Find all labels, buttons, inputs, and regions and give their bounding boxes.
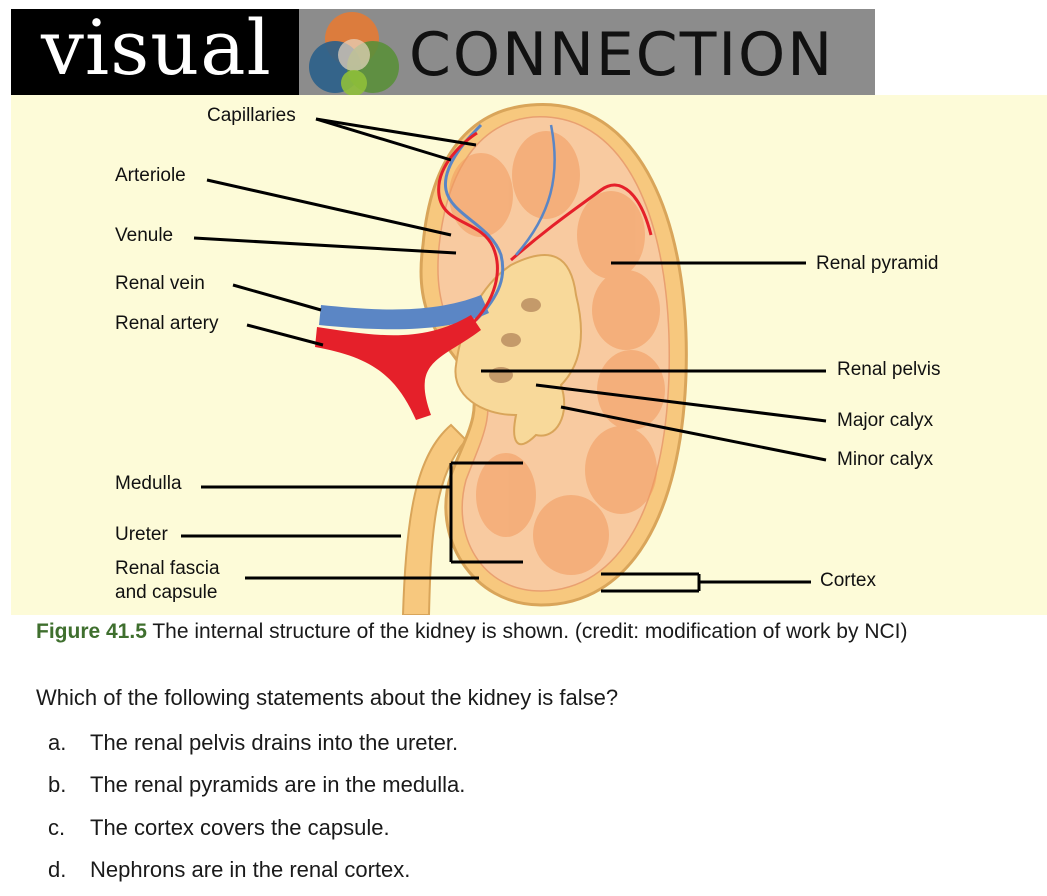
- option-letter: b.: [48, 772, 90, 798]
- banner-left-panel: visual: [11, 9, 299, 95]
- option-text: The cortex covers the capsule.: [90, 815, 390, 840]
- label-medulla: Medulla: [115, 473, 182, 495]
- option-letter: a.: [48, 730, 90, 756]
- label-renal-pelvis: Renal pelvis: [837, 359, 941, 381]
- option-letter: d.: [48, 857, 90, 883]
- venn-logo-icon: [297, 3, 407, 103]
- figure-caption: Figure 41.5 The internal structure of th…: [36, 620, 907, 644]
- label-capillaries: Capillaries: [207, 105, 296, 127]
- label-renal-pyramid: Renal pyramid: [816, 253, 939, 275]
- label-renal-vein: Renal vein: [115, 273, 205, 295]
- option-b: b.The renal pyramids are in the medulla.: [48, 772, 465, 798]
- banner-connection-word: CONNECTION: [409, 9, 834, 101]
- option-text: Nephrons are in the renal cortex.: [90, 857, 410, 882]
- label-arteriole: Arteriole: [115, 165, 186, 187]
- option-text: The renal pelvis drains into the ureter.: [90, 730, 458, 755]
- caption-text: The internal structure of the kidney is …: [147, 620, 908, 643]
- label-renal-artery: Renal artery: [115, 313, 219, 335]
- kidney-figure: Capillaries Arteriole Venule Renal vein …: [11, 95, 1047, 615]
- visual-connection-banner: visual CONNECTION: [11, 9, 875, 95]
- figure-number: Figure 41.5: [36, 620, 147, 643]
- label-venule: Venule: [115, 225, 173, 247]
- option-c: c.The cortex covers the capsule.: [48, 815, 390, 841]
- option-letter: c.: [48, 815, 90, 841]
- label-cortex: Cortex: [820, 570, 876, 592]
- question-text: Which of the following statements about …: [36, 685, 618, 711]
- label-major-calyx: Major calyx: [837, 410, 933, 432]
- option-a: a.The renal pelvis drains into the urete…: [48, 730, 458, 756]
- label-renal-fascia-line2: and capsule: [115, 582, 217, 604]
- banner-visual-word: visual: [41, 5, 272, 91]
- label-minor-calyx: Minor calyx: [837, 449, 933, 471]
- option-d: d.Nephrons are in the renal cortex.: [48, 857, 410, 883]
- label-renal-fascia-line1: Renal fascia: [115, 558, 220, 580]
- option-text: The renal pyramids are in the medulla.: [90, 772, 465, 797]
- label-ureter: Ureter: [115, 524, 168, 546]
